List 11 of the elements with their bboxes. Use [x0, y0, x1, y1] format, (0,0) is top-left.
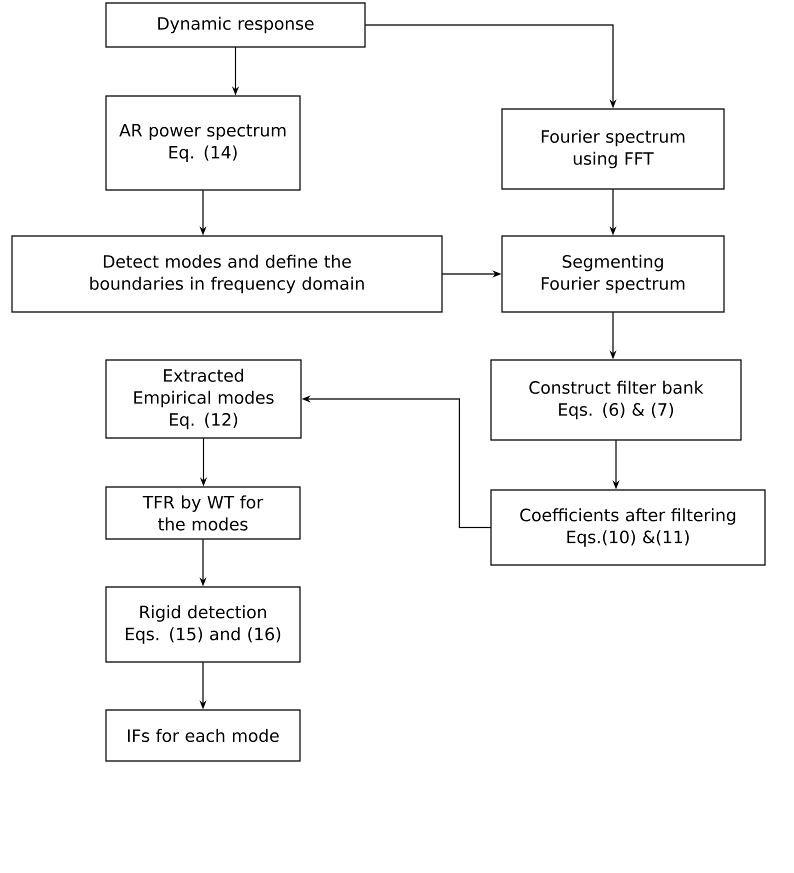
process-box: Construct filter bank Eqs. (6) & (7)	[490, 359, 742, 441]
process-box: Detect modes and define the boundaries in frequency domain	[11, 235, 443, 313]
process-box: Segmenting Fourier spectrum	[501, 235, 725, 313]
process-box: AR power spectrum Eq. (14)	[105, 95, 301, 191]
process-box: Coefficients after filtering Eqs.(10) &(11)	[490, 489, 766, 566]
process-box: IFs for each mode	[105, 709, 301, 762]
process-box: Rigid detection Eqs. (15) and (16)	[105, 586, 301, 663]
process-box: Extracted Empirical modes Eq. (12)	[105, 359, 302, 439]
process-box: Fourier spectrum using FFT	[501, 108, 725, 190]
process-box: TFR by WT for the modes	[105, 486, 301, 540]
process-box: Dynamic response	[105, 2, 366, 48]
